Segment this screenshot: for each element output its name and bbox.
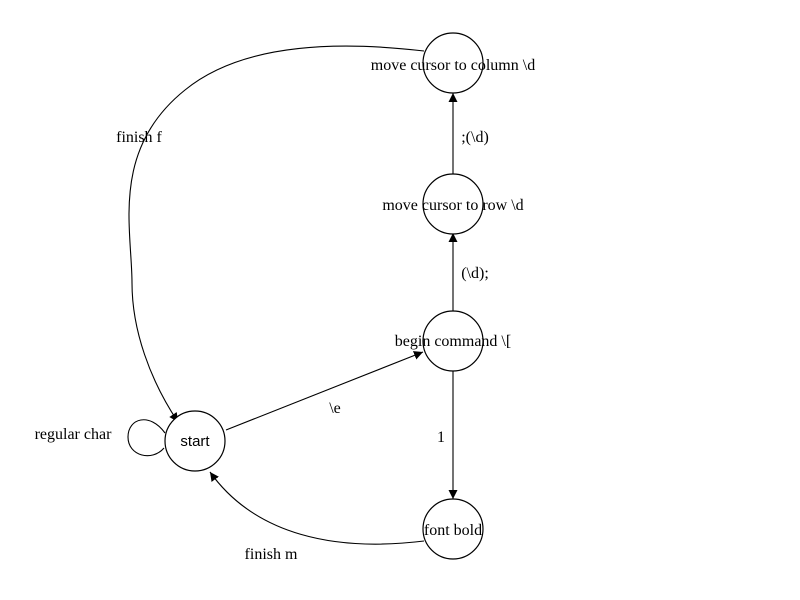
node-move-column-label: move cursor to column \d [371, 57, 535, 74]
edge-label-finish-f: finish f [116, 129, 162, 146]
node-begin-command: begin command \[ [395, 310, 511, 372]
node-move-row-label: move cursor to row \d [382, 197, 523, 214]
edge-label-column-digit: ;(\d) [461, 129, 489, 146]
node-begin-command-label: begin command \[ [395, 333, 511, 350]
node-move-row: move cursor to row \d [382, 173, 524, 235]
node-start-label: start [180, 433, 210, 450]
edge-finish-f [128, 45, 425, 423]
node-font-bold: font bold [422, 498, 484, 560]
edge-regular-char-loop [127, 419, 166, 457]
node-move-column: move cursor to column \d [371, 32, 535, 94]
edge-finish-m [209, 471, 425, 545]
node-font-bold-label: font bold [424, 522, 482, 539]
edge-label-escape: \e [329, 400, 341, 417]
edge-label-finish-m: finish m [245, 546, 298, 563]
edge-label-row-digit: (\d); [461, 265, 489, 282]
edge-label-regular-char: regular char [35, 426, 113, 443]
node-start: start [164, 410, 226, 472]
edge-escape [225, 351, 424, 431]
edge-label-bold-one: 1 [437, 429, 445, 446]
